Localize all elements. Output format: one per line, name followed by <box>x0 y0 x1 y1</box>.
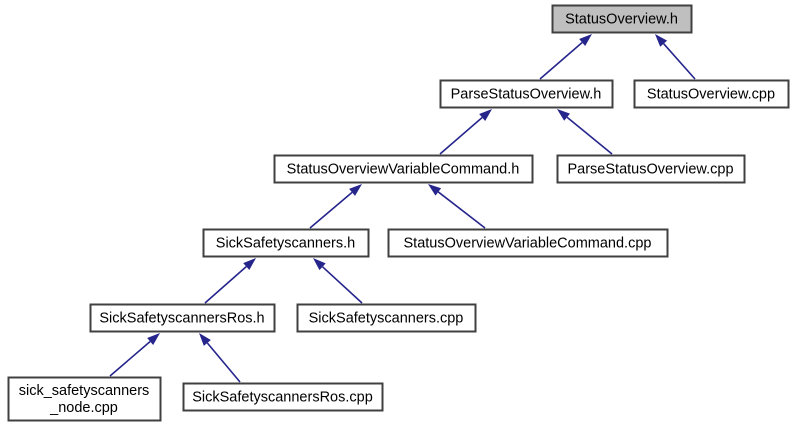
edge-line <box>663 43 696 80</box>
node-label: sick_safetyscanners <box>19 383 150 399</box>
edge-sick_safetyscanners_h-to-status_overview_variable_command_h <box>309 184 362 229</box>
node-box[interactable] <box>387 228 669 258</box>
node-label: StatusOverview.cpp <box>647 86 775 102</box>
edge-line <box>322 266 363 304</box>
node-box[interactable] <box>556 154 746 184</box>
arrow-head-icon <box>428 184 442 196</box>
edge-status_overview_variable_command_h-to-parse_status_overview_h <box>439 109 492 155</box>
edge-line <box>204 266 247 304</box>
node-label: StatusOverviewVariableCommand.h <box>287 161 520 177</box>
node-label: ParseStatusOverview.cpp <box>567 161 733 177</box>
arrow-head-icon <box>349 184 362 196</box>
node-label: SickSafetyscanners.cpp <box>309 310 464 326</box>
node-box[interactable] <box>202 228 370 258</box>
edge-line <box>437 191 486 229</box>
node-box[interactable] <box>633 79 790 109</box>
arrow-head-icon <box>199 333 211 346</box>
edge-sick_safetyscanners_cpp-to-sick_safetyscanners_h <box>313 258 363 304</box>
arrow-head-icon <box>557 109 570 121</box>
node-label: SickSafetyscannersRos.h <box>99 310 264 326</box>
edge-parse_status_overview_h-to-status_overview_h <box>539 34 592 80</box>
arrow-head-icon <box>243 258 256 271</box>
node-label: SickSafetyscanners.h <box>216 235 355 251</box>
graph-node-parse_status_overview_cpp[interactable]: ParseStatusOverview.cpp <box>556 154 746 184</box>
edge-status_overview_variable_command_cpp-to-status_overview_variable_command_h <box>428 184 486 229</box>
graph-node-sick_safetyscanners_ros_cpp[interactable]: SickSafetyscannersRos.cpp <box>182 382 384 412</box>
edge-sick_safetyscanners_node_cpp-to-sick_safetyscanners_ros_h <box>109 333 160 377</box>
edge-sick_safetyscanners_ros_cpp-to-sick_safetyscanners_ros_h <box>199 333 241 383</box>
node-label: StatusOverviewVariableCommand.cpp <box>404 235 652 251</box>
node-box[interactable] <box>89 303 276 333</box>
node-box[interactable] <box>182 382 384 412</box>
graph-node-sick_safetyscanners_cpp[interactable]: SickSafetyscanners.cpp <box>296 303 477 333</box>
edge-line <box>309 191 353 229</box>
node-label: _node.cpp <box>49 400 118 416</box>
graph-node-status_overview_variable_command_cpp[interactable]: StatusOverviewVariableCommand.cpp <box>387 228 669 258</box>
graph-node-sick_safetyscanners_node_cpp[interactable]: sick_safetyscanners_node.cpp <box>7 376 162 422</box>
arrow-head-icon <box>655 34 668 47</box>
node-label: StatusOverview.h <box>565 11 678 27</box>
edge-line <box>439 116 483 155</box>
graph-node-sick_safetyscanners_h[interactable]: SickSafetyscanners.h <box>202 228 370 258</box>
arrow-head-icon <box>479 109 492 121</box>
edge-sick_safetyscanners_ros_h-to-sick_safetyscanners_h <box>204 258 256 304</box>
arrow-head-icon <box>579 34 592 46</box>
node-box[interactable] <box>439 79 614 109</box>
edge-line <box>566 116 613 155</box>
graph-node-status_overview_cpp[interactable]: StatusOverview.cpp <box>633 79 790 109</box>
edge-line <box>109 340 151 377</box>
graph-node-sick_safetyscanners_ros_h[interactable]: SickSafetyscannersRos.h <box>89 303 276 333</box>
node-box[interactable] <box>296 303 477 333</box>
arrow-head-icon <box>147 333 160 345</box>
edge-line <box>206 342 241 383</box>
node-box[interactable] <box>7 376 162 422</box>
graph-node-parse_status_overview_h[interactable]: ParseStatusOverview.h <box>439 79 614 109</box>
arrow-head-icon <box>313 258 326 271</box>
node-box[interactable] <box>551 4 693 34</box>
edge-status_overview_cpp-to-status_overview_h <box>655 34 696 80</box>
graph-node-status_overview_variable_command_h[interactable]: StatusOverviewVariableCommand.h <box>273 154 534 184</box>
edge-parse_status_overview_cpp-to-parse_status_overview_h <box>557 109 613 155</box>
node-label: SickSafetyscannersRos.cpp <box>192 389 373 405</box>
edges-layer <box>109 34 696 383</box>
edge-line <box>539 41 583 80</box>
graph-node-status_overview_h[interactable]: StatusOverview.h <box>551 4 693 34</box>
node-label: ParseStatusOverview.h <box>451 86 602 102</box>
node-box[interactable] <box>273 154 534 184</box>
